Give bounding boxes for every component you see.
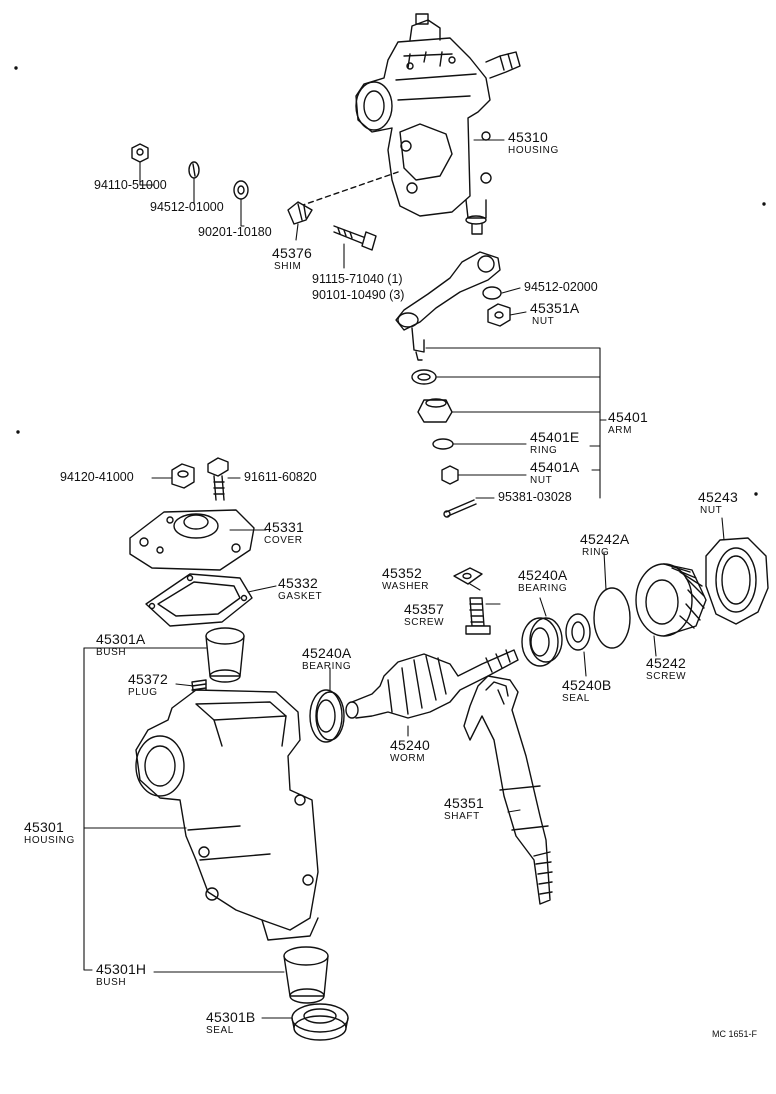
part-number-45401e: 45401E bbox=[530, 429, 580, 445]
washer-94512-drawing bbox=[188, 161, 200, 179]
part-name-45401e: RING bbox=[530, 445, 558, 456]
worm-drawing bbox=[345, 649, 519, 719]
part-number-45401a: 45401A bbox=[530, 459, 580, 475]
part-number-90101: 90101-10490 (3) bbox=[312, 288, 405, 302]
part-name-45357: SCREW bbox=[404, 617, 445, 628]
leader-lines bbox=[83, 139, 725, 1019]
part-number-94512-01000: 94512-01000 bbox=[150, 200, 224, 214]
sector-shaft-drawing bbox=[463, 675, 553, 905]
part-name-45331: COVER bbox=[264, 535, 303, 546]
washer-94512-02000-drawing bbox=[482, 286, 502, 300]
shim-drawing bbox=[287, 201, 313, 225]
part-name-45301h: BUSH bbox=[96, 977, 127, 988]
part-number-90201: 90201-10180 bbox=[198, 225, 272, 239]
bush-45301a-drawing bbox=[205, 627, 245, 683]
arm-subparts-drawing bbox=[411, 369, 477, 518]
part-number-45357: 45357 bbox=[404, 601, 444, 617]
part-name-45242a: RING bbox=[582, 547, 610, 558]
part-name-45240a-right: BEARING bbox=[518, 583, 568, 594]
part-name-45242: SCREW bbox=[646, 671, 687, 682]
part-number-45301h: 45301H bbox=[96, 961, 147, 977]
screw-45357-drawing bbox=[465, 597, 491, 635]
part-number-91115: 91115-71040 (1) bbox=[312, 272, 403, 286]
screw-45242-drawing bbox=[635, 563, 707, 637]
seal-45240b-drawing bbox=[565, 613, 591, 651]
part-name-45376: SHIM bbox=[274, 261, 302, 272]
nut-45351a-drawing bbox=[487, 303, 511, 327]
part-number-45240a-left: 45240A bbox=[302, 645, 352, 661]
part-name-45332: GASKET bbox=[278, 591, 323, 602]
figure-code: MC 1651-F bbox=[712, 1029, 758, 1039]
part-name-45240a-left: BEARING bbox=[302, 661, 352, 672]
part-name-45301b: SEAL bbox=[206, 1025, 234, 1036]
ring-45242a-drawing bbox=[593, 587, 631, 649]
gasket-drawing bbox=[145, 573, 253, 627]
part-name-45310: HOUSING bbox=[508, 145, 559, 156]
part-number-94120: 94120-41000 bbox=[60, 470, 134, 484]
part-number-45242: 45242 bbox=[646, 655, 686, 671]
part-name-45401: ARM bbox=[608, 425, 633, 436]
part-number-45332: 45332 bbox=[278, 575, 318, 591]
part-number-45352: 45352 bbox=[382, 565, 422, 581]
nut-45243-drawing bbox=[705, 537, 769, 625]
part-name-45240b: SEAL bbox=[562, 693, 590, 704]
part-name-45352: WASHER bbox=[382, 581, 430, 592]
washer-90201-drawing bbox=[233, 180, 249, 200]
part-number-45301: 45301 bbox=[24, 819, 64, 835]
nut-94120-drawing bbox=[171, 463, 195, 489]
part-number-45240: 45240 bbox=[390, 737, 430, 753]
bearing-45240a-right-drawing bbox=[521, 617, 563, 667]
assembly-dash-line bbox=[299, 171, 399, 207]
part-number-45240a-right: 45240A bbox=[518, 567, 568, 583]
part-name-45372: PLUG bbox=[128, 687, 158, 698]
part-number-45351: 45351 bbox=[444, 795, 484, 811]
part-number-45310: 45310 bbox=[508, 129, 548, 145]
part-name-45243: NUT bbox=[700, 505, 723, 516]
part-number-91611: 91611-60820 bbox=[244, 470, 317, 484]
part-name-45401a: NUT bbox=[530, 475, 553, 486]
seal-45301b-drawing bbox=[291, 1003, 349, 1041]
bearing-45240a-left-drawing bbox=[309, 689, 345, 743]
part-number-45351a: 45351A bbox=[530, 300, 580, 316]
nut-94110-drawing bbox=[131, 143, 149, 163]
part-number-45240b: 45240B bbox=[562, 677, 612, 693]
part-number-45301b: 45301B bbox=[206, 1009, 256, 1025]
bolt-91611-drawing bbox=[207, 457, 229, 501]
gear-assembly-drawing bbox=[355, 13, 521, 235]
part-name-45301a: BUSH bbox=[96, 647, 127, 658]
part-name-45351: SHAFT bbox=[444, 811, 480, 822]
bolt-91115-drawing bbox=[333, 225, 377, 251]
bush-45301h-drawing bbox=[283, 946, 329, 1004]
part-number-45372: 45372 bbox=[128, 671, 168, 687]
part-number-94110: 94110-51000 bbox=[94, 178, 167, 192]
part-number-45242a: 45242A bbox=[580, 531, 630, 547]
part-number-94512-02000: 94512-02000 bbox=[524, 280, 598, 294]
part-number-45243: 45243 bbox=[698, 489, 738, 505]
part-number-45401: 45401 bbox=[608, 409, 648, 425]
part-number-45301a: 45301A bbox=[96, 631, 146, 647]
washer-45352-drawing bbox=[453, 567, 483, 585]
cover-drawing bbox=[129, 509, 255, 571]
part-name-45240: WORM bbox=[390, 753, 426, 764]
part-number-95381: 95381-03028 bbox=[498, 490, 572, 504]
part-number-45376: 45376 bbox=[272, 245, 312, 261]
part-name-45301: HOUSING bbox=[24, 835, 75, 846]
main-housing-drawing bbox=[135, 689, 319, 941]
arm-drawing bbox=[395, 251, 501, 361]
part-number-45331: 45331 bbox=[264, 519, 304, 535]
part-name-45351a: NUT bbox=[532, 316, 555, 327]
